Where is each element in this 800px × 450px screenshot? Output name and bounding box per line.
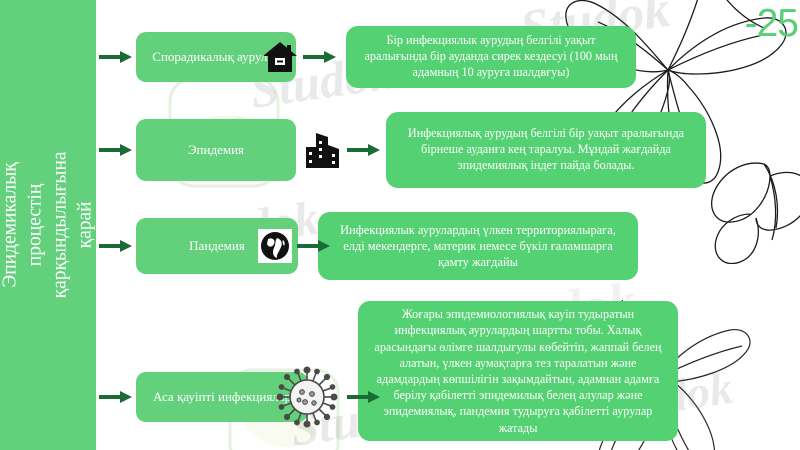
vertical-title-banner: Эпидемикалық процестің қарқындылығына қа… xyxy=(0,0,96,450)
term-label-dangerous-infections: Аса қауіпті инфекциялар xyxy=(136,372,308,422)
description-epidemic: Инфекциялық аурудың белгілі бір уақыт ар… xyxy=(386,112,706,188)
arrow-icon xyxy=(347,391,381,403)
arrow-icon xyxy=(99,240,133,252)
description-sporadic: Бір инфекциялык аурудың белгілі уақыт ар… xyxy=(346,26,636,88)
vertical-title-text: Эпидемикалық процестің қарқындылығына қа… xyxy=(0,151,95,299)
description-pandemic: Инфекциялык аурулардың үлкен территориял… xyxy=(318,212,638,280)
diagram-row: Спорадикалық аурулар Бір инфекциялык аур… xyxy=(96,26,800,88)
page-number: -25 xyxy=(744,2,799,45)
house-icon xyxy=(262,41,298,73)
term-label-epidemic: Эпидемия xyxy=(136,119,296,181)
virus-icon xyxy=(272,364,342,434)
diagram-row: Пандемия Инфекциялык аурулардың үлкен те… xyxy=(96,209,800,283)
arrow-icon xyxy=(99,391,133,403)
arrow-icon xyxy=(99,51,133,63)
globe-icon xyxy=(258,229,292,263)
arrow-icon xyxy=(99,144,133,156)
arrow-icon xyxy=(297,240,331,252)
arrow-icon xyxy=(303,51,337,63)
city-buildings-icon xyxy=(302,131,342,169)
arrow-icon xyxy=(347,144,381,156)
description-dangerous-infections: Жоғары эпидемиологиялық кауіп тудыратын … xyxy=(358,301,678,441)
diagram-row: Аса қауіпті инфекциялар xyxy=(96,300,800,442)
term-label-sporadic: Спорадикалық аурулар xyxy=(136,32,296,82)
diagram-row: Эпидемия Инфекциялық аурудың белгілі бір… xyxy=(96,112,800,188)
